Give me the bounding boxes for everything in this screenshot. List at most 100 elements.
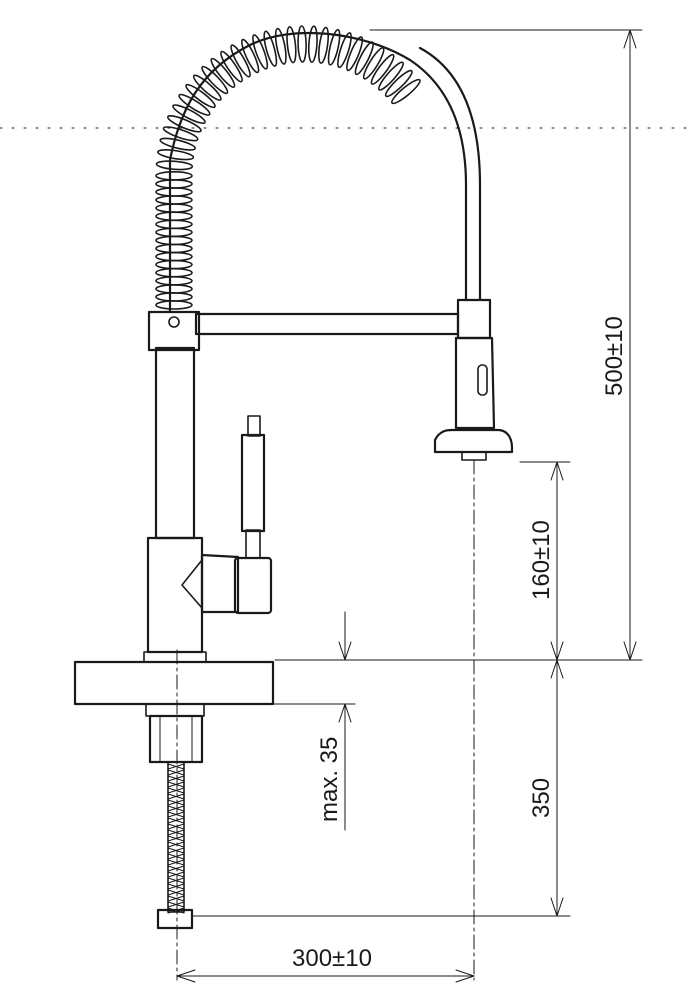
spout-arm (194, 312, 460, 336)
shank (145, 703, 205, 717)
spring-coil (354, 41, 374, 76)
spring-coil (384, 69, 413, 98)
dim-spout-height: 160±10 (528, 520, 555, 600)
spray-head-collar (456, 298, 492, 340)
spring-coil (155, 267, 193, 278)
braid-mark (167, 787, 185, 794)
base-ring (143, 651, 207, 663)
braid-mark (167, 835, 185, 842)
dim-hose-length: 350 (528, 778, 555, 818)
spring-coil (210, 57, 236, 88)
braid-mark (167, 871, 185, 878)
braid-mark (167, 793, 185, 800)
braid-mark (167, 799, 185, 806)
center-lines (0, 127, 688, 981)
spring-spout (155, 25, 514, 461)
spring-coil (155, 275, 193, 286)
fixing-nut (148, 714, 204, 764)
spring-coil (378, 61, 404, 91)
braided-hose (167, 761, 185, 913)
spring-coil (192, 74, 222, 101)
braid-mark (167, 769, 185, 776)
dimension-lines (176, 29, 643, 983)
spring-coil (263, 30, 278, 67)
spring-coil (155, 219, 193, 230)
spring-coil (159, 137, 197, 151)
hose-connector (156, 908, 194, 930)
braid-mark (167, 847, 185, 854)
spring-coil (274, 27, 287, 65)
braid-mark (167, 889, 185, 896)
collar-joint (147, 310, 201, 352)
braid-mark (167, 901, 185, 908)
braid-mark (167, 859, 185, 866)
spray-head (454, 336, 496, 430)
spring-coil (155, 292, 193, 302)
braid-mark (167, 811, 185, 818)
spring-coil (185, 83, 216, 109)
spring-coil (201, 65, 229, 95)
under-sink-fittings (145, 703, 205, 930)
braid-mark (167, 823, 185, 830)
braid-mark (167, 895, 185, 902)
spring-coil (230, 44, 251, 78)
lever-handle (240, 433, 266, 533)
spring-coil (252, 34, 269, 70)
braid-mark (167, 805, 185, 812)
dim-reach: 300±10 (292, 945, 372, 972)
spring-coil (157, 149, 195, 161)
spring-coil (297, 25, 307, 63)
dim-max-thickness: max. 35 (316, 737, 343, 822)
braid-mark (167, 841, 185, 848)
braid-mark (167, 853, 185, 860)
spray-nozzle (433, 428, 514, 454)
spring-coil (172, 104, 206, 124)
spring-coil (155, 160, 194, 171)
spring-coil (166, 115, 202, 133)
spring-coil (155, 235, 193, 246)
braid-mark (167, 877, 185, 884)
spring-coil (155, 171, 193, 181)
dim-total-height: 500±10 (601, 316, 628, 396)
spring-coil (155, 211, 193, 221)
spring-coil (155, 259, 193, 270)
braid-mark (167, 781, 185, 788)
spring-coil (155, 251, 193, 262)
braid-mark (167, 865, 185, 872)
braid-mark (167, 829, 185, 836)
spring-coil (155, 243, 193, 254)
spring-coil (362, 47, 385, 80)
column-tube (154, 346, 196, 540)
spring-coil (155, 300, 193, 310)
deck-flange (73, 660, 275, 706)
spring-coil (390, 78, 421, 105)
spring-coil (327, 28, 341, 66)
spring-coil (220, 50, 243, 83)
spring-coil (370, 53, 395, 85)
spring-coil (178, 93, 211, 116)
inner-hose (168, 31, 468, 314)
spring-coil (155, 203, 193, 213)
spring-coil (155, 187, 193, 197)
spring-coil (162, 126, 199, 142)
faucet-body (73, 310, 275, 706)
lever-body (200, 553, 240, 614)
lever-cap (233, 556, 273, 615)
collar-screw (168, 316, 180, 328)
braid-mark (167, 763, 185, 770)
spring-coil (241, 38, 260, 74)
lower-body (146, 536, 204, 654)
spray-button (477, 364, 488, 396)
braid-mark (167, 883, 185, 890)
spring-coil (337, 32, 352, 69)
spring-coil (155, 195, 193, 205)
spring-coil (155, 179, 193, 189)
braid-mark (167, 817, 185, 824)
spring-coil (155, 227, 193, 238)
spring-coil (307, 25, 318, 63)
spring-coil (346, 36, 364, 72)
braid-mark (167, 775, 185, 782)
spring-coil (317, 26, 330, 64)
spring-coil (155, 284, 193, 294)
